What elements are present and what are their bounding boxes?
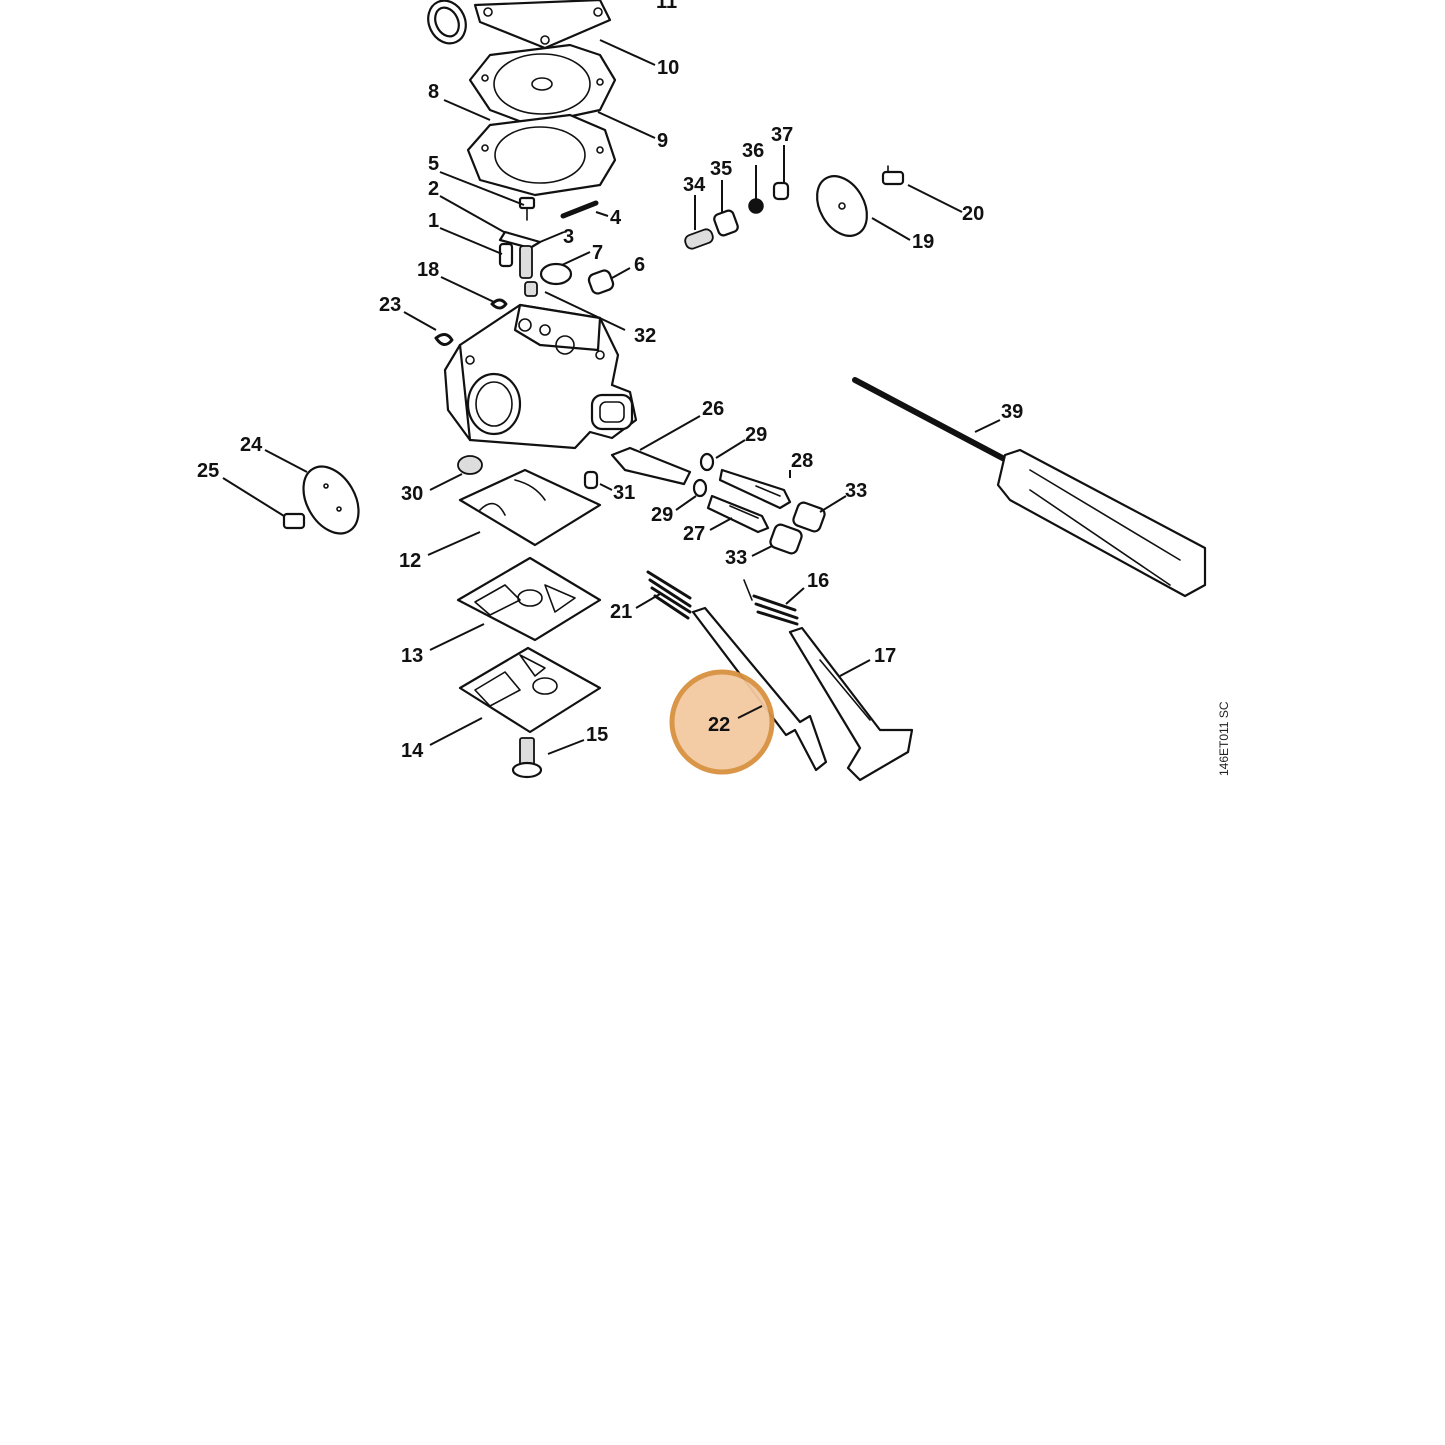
label-39[interactable]: 39 [1001, 401, 1023, 423]
label-27[interactable]: 27 [683, 523, 705, 545]
label-25[interactable]: 25 [197, 460, 219, 482]
label-23[interactable]: 23 [379, 294, 401, 316]
cover-disc-24[interactable] [292, 457, 370, 543]
gasket-12[interactable] [458, 468, 602, 547]
pin[interactable] [560, 200, 599, 219]
screw-20[interactable] [881, 165, 905, 186]
label-28[interactable]: 28 [791, 450, 813, 472]
label-15[interactable]: 15 [586, 724, 608, 746]
label-34[interactable]: 34 [683, 174, 706, 196]
diaphragm-gasket-lower[interactable] [466, 113, 617, 197]
highlight-circle[interactable] [669, 669, 775, 775]
label-36[interactable]: 36 [742, 140, 764, 162]
plate-14[interactable] [458, 646, 602, 734]
ring-washer[interactable] [421, 0, 472, 50]
label-11[interactable]: 11 [656, 0, 677, 13]
label-6[interactable]: 6 [634, 254, 645, 276]
label-29-upper[interactable]: 29 [745, 424, 767, 446]
top-cover-plate[interactable] [473, 0, 612, 50]
label-16[interactable]: 16 [807, 570, 829, 592]
label-37[interactable]: 37 [771, 124, 793, 146]
ball-36[interactable] [748, 198, 764, 214]
o-ring-29-upper[interactable] [699, 452, 715, 472]
label-31[interactable]: 31 [613, 482, 635, 504]
choke-shaft-17[interactable] [788, 626, 914, 782]
seat-37[interactable] [772, 181, 790, 201]
screwdriver[interactable] [852, 377, 1207, 598]
label-4[interactable]: 4 [610, 207, 622, 229]
plug-cap[interactable] [539, 262, 573, 286]
clip-18[interactable] [490, 298, 508, 310]
diaphragm-gasket-upper[interactable] [468, 43, 617, 127]
part-labels: 11 10 8 9 5 2 4 3 1 7 6 18 23 32 34 35 3… [197, 0, 1023, 762]
spring-34[interactable] [683, 228, 714, 251]
reference-code: 146ET011 SC [1217, 701, 1231, 776]
plug-cylinder[interactable] [587, 269, 615, 295]
carburetor-body[interactable] [443, 303, 638, 450]
label-14[interactable]: 14 [401, 740, 424, 762]
sleeve-35[interactable] [713, 209, 739, 237]
label-8[interactable]: 8 [428, 81, 439, 103]
clip-23[interactable] [434, 333, 454, 346]
label-18[interactable]: 18 [417, 259, 439, 281]
label-12[interactable]: 12 [399, 550, 421, 572]
limiter-cap-33-lower[interactable] [769, 523, 804, 555]
limiter-cap-33-upper[interactable] [792, 501, 827, 533]
highlight-label[interactable]: 22 [708, 714, 730, 736]
leader-lines [222, 39, 1001, 755]
spring-small[interactable] [519, 245, 533, 279]
label-10[interactable]: 10 [657, 57, 679, 79]
label-20[interactable]: 20 [962, 203, 984, 225]
spring-21[interactable] [646, 570, 692, 620]
label-2[interactable]: 2 [428, 178, 439, 200]
label-19[interactable]: 19 [912, 231, 934, 253]
plate-13[interactable] [456, 556, 602, 642]
cover-disc-19[interactable] [807, 167, 877, 244]
filter-screen[interactable] [457, 455, 483, 475]
label-33-lower[interactable]: 33 [725, 547, 747, 569]
label-13[interactable]: 13 [401, 645, 423, 667]
label-26[interactable]: 26 [702, 398, 724, 420]
label-30[interactable]: 30 [401, 483, 423, 505]
spring-tiny[interactable] [524, 281, 538, 297]
label-29-lower[interactable]: 29 [651, 504, 673, 526]
label-33-upper[interactable]: 33 [845, 480, 867, 502]
label-35[interactable]: 35 [710, 158, 732, 180]
adjusting-screw-27[interactable] [706, 494, 770, 534]
label-17[interactable]: 17 [874, 645, 896, 667]
adjusting-screw-28[interactable] [718, 468, 792, 510]
screw-small[interactable] [518, 196, 536, 221]
screw-25[interactable] [282, 512, 306, 530]
label-32[interactable]: 32 [634, 325, 656, 347]
label-5[interactable]: 5 [428, 153, 439, 175]
needle-valve[interactable] [498, 242, 514, 268]
spring-16[interactable] [743, 579, 799, 626]
o-ring-29-lower[interactable] [692, 478, 708, 498]
label-9[interactable]: 9 [657, 130, 668, 152]
label-3[interactable]: 3 [563, 226, 574, 248]
label-21[interactable]: 21 [610, 601, 632, 623]
label-7[interactable]: 7 [592, 242, 603, 264]
adjusting-screw-26[interactable] [610, 446, 692, 486]
small-sleeve[interactable] [583, 470, 599, 490]
label-24[interactable]: 24 [240, 434, 263, 456]
screw-15[interactable] [511, 737, 543, 779]
label-1[interactable]: 1 [428, 210, 439, 232]
